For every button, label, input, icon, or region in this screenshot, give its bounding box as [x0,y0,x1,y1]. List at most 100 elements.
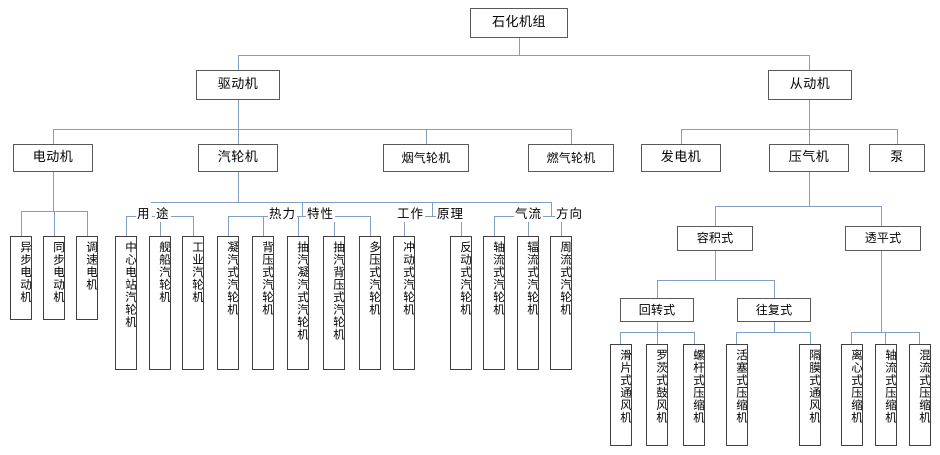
connector-driver-bus [53,129,571,130]
connector-motor-leaf-3 [87,211,88,236]
leaf-label: 离心式压缩机 [850,349,863,424]
connector-rotary-down [657,322,658,332]
leaf-label: 工业汽轮机 [191,241,204,304]
connector-recip-down [774,322,775,332]
connector-steamturbine-cat-flow [551,202,552,216]
leaf-label: 螺杆式压缩机 [692,349,705,424]
connector-rotary-leaf-3 [694,332,695,344]
node-rotary[interactable]: 回转式 [620,298,694,322]
leaf-label: 辐流式汽轮机 [526,241,539,316]
node-turbo[interactable]: 透平式 [845,226,921,251]
connector-driven-to-generator [681,129,682,144]
connector-rotary-leaf-2 [657,332,658,344]
leaf-label: 调速电机 [85,241,98,291]
connector-driven-to-compressor [809,129,810,144]
connector-driver-to-gasturbine [571,129,572,144]
node-reciprocating[interactable]: 往复式 [737,298,811,322]
leaf-piston-compressor[interactable]: 活塞式压缩机 [726,344,748,446]
connector-thermal-leaf-1 [228,216,229,236]
connector-steamturbine-cat-thermal [302,202,303,216]
connector-recip-leaf-2 [810,332,811,344]
leaf-extraction-condensing-turbine[interactable]: 抽汽凝汽式汽轮机 [287,236,309,370]
caption-use-right: 途 [155,203,171,222]
leaf-condensing-turbine[interactable]: 凝汽式汽轮机 [217,236,239,370]
node-driven[interactable]: 从动机 [768,70,852,100]
node-gas-turbine[interactable]: 燃气轮机 [528,144,614,172]
leaf-label: 轴流式汽轮机 [492,241,505,316]
connector-volumetric-bus [657,280,774,281]
connector-steamturbine-cat-principle [432,202,433,216]
connector-compressor-to-volumetric [715,206,716,226]
leaf-label: 抽汽凝汽式汽轮机 [296,241,309,341]
leaf-marine-turbine[interactable]: 舰船汽轮机 [149,236,171,370]
connector-recip-leaf-1 [736,332,737,344]
connector-root-down [519,38,520,55]
connector-principle-bus [404,216,461,217]
connector-driven-down [809,100,810,129]
node-generator[interactable]: 发电机 [641,144,721,172]
leaf-radial-flow-turbine[interactable]: 辐流式汽轮机 [517,236,539,370]
connector-driver-to-fluegas [426,129,427,144]
connector-principle-leaf-1 [404,216,405,236]
leaf-label: 反动式汽轮机 [459,241,472,316]
node-driver[interactable]: 驱动机 [196,70,280,100]
connector-volumetric-down [715,251,716,280]
leaf-extraction-backpressure-turbine[interactable]: 抽汽背压式汽轮机 [323,236,345,370]
connector-volumetric-to-recip [774,280,775,298]
caption-flow-left: 气流 [514,203,544,222]
leaf-backpressure-turbine[interactable]: 背压式汽轮机 [252,236,274,370]
leaf-label: 轴流式压缩机 [884,349,897,424]
leaf-mixed-flow-compressor[interactable]: 混流式压缩机 [909,344,931,446]
node-compressor[interactable]: 压气机 [769,144,849,172]
leaf-sync-motor[interactable]: 同步电动机 [43,236,65,320]
connector-driver-down [238,100,239,129]
leaf-roots-blower[interactable]: 罗茨式鼓风机 [646,344,668,446]
leaf-sliding-vane-fan[interactable]: 滑片式通风机 [610,344,632,446]
connector-thermal-leaf-4 [334,216,335,236]
leaf-screw-compressor[interactable]: 螺杆式压缩机 [683,344,705,446]
leaf-variable-speed-motor[interactable]: 调速电机 [76,236,98,320]
connector-driven-bus [681,129,897,130]
leaf-impulse-turbine[interactable]: 冲动式汽轮机 [393,236,415,370]
connector-steamturbine-bus [151,202,551,203]
connector-rotary-leaf-1 [620,332,621,344]
leaf-centrifugal-compressor[interactable]: 离心式压缩机 [841,344,863,446]
leaf-industrial-turbine[interactable]: 工业汽轮机 [182,236,204,370]
node-electric-motor[interactable]: 电动机 [13,144,93,172]
leaf-label: 混流式压缩机 [918,349,931,424]
connector-thermal-leaf-5 [370,216,371,236]
connector-driver-to-steamturbine [238,129,239,144]
connector-recip-bus [736,332,810,333]
leaf-label: 凝汽式汽轮机 [226,241,239,316]
connector-turbo-leaf-1 [851,332,852,344]
leaf-axial-compressor[interactable]: 轴流式压缩机 [875,344,897,446]
leaf-central-plant-turbine[interactable]: 中心电站汽轮机 [115,236,137,370]
node-flue-gas-turbine[interactable]: 烟气轮机 [383,144,469,172]
leaf-async-motor[interactable]: 异步电动机 [10,236,32,320]
node-root[interactable]: 石化机组 [470,8,568,38]
connector-root-bus [238,55,810,56]
leaf-label: 滑片式通风机 [619,349,632,424]
connector-motor-leaf-1 [21,211,22,236]
leaf-reaction-turbine[interactable]: 反动式汽轮机 [450,236,472,370]
connector-use-leaf-2 [160,216,161,236]
connector-flow-leaf-3 [561,216,562,236]
leaf-label: 同步电动机 [52,241,65,304]
caption-principle-left: 工作 [396,203,426,222]
leaf-diaphragm-fan[interactable]: 隔膜式通风机 [799,344,821,446]
leaf-multipressure-turbine[interactable]: 多压式汽轮机 [359,236,381,370]
leaf-circumferential-flow-turbine[interactable]: 周流式汽轮机 [550,236,572,370]
connector-root-to-driver [238,55,239,75]
leaf-axial-flow-turbine[interactable]: 轴流式汽轮机 [483,236,505,370]
connector-motor-down [53,172,54,211]
connector-use-leaf-1 [126,216,127,236]
node-pump[interactable]: 泵 [869,144,925,172]
connector-thermal-leaf-3 [298,216,299,236]
node-volumetric[interactable]: 容积式 [677,226,753,251]
connector-driven-to-pump [897,129,898,144]
caption-use-left: 用 [136,203,152,222]
caption-thermal-left: 热力 [268,203,298,222]
leaf-label: 隔膜式通风机 [808,349,821,424]
node-steam-turbine[interactable]: 汽轮机 [198,144,278,172]
